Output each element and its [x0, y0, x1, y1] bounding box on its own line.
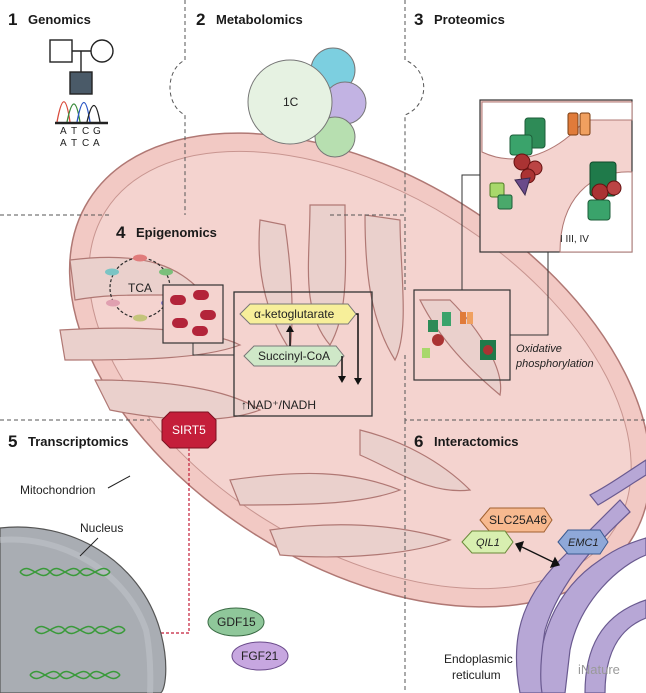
pedigree-female-icon — [90, 39, 114, 63]
section-title: Epigenomics — [136, 225, 217, 240]
epigenomic-pathway-box: α-ketoglutarate Succinyl-CoA ↑NAD⁺/NADH — [233, 291, 373, 417]
qil1-label: QIL1 — [476, 537, 500, 549]
base-letter: A — [60, 138, 67, 149]
mitochondrion-label: Mitochondrion — [20, 483, 95, 497]
sequence-row-top: A T C G — [60, 126, 101, 137]
gdf15-label: GDF15 — [217, 615, 256, 629]
section-number: 1 — [8, 10, 17, 29]
sirt5-node: SIRT5 — [161, 411, 217, 449]
section-header-interactomics: 6 Interactomics — [414, 432, 519, 451]
section-number: 5 — [8, 432, 17, 451]
sirt5-to-nucleus-arrow — [150, 448, 190, 634]
base-letter: A — [60, 126, 67, 137]
section-title: Interactomics — [434, 434, 519, 449]
interaction-arrow — [515, 541, 560, 568]
sequence-row-bottom: A T C A — [60, 138, 100, 149]
section-header-transcriptomics: 5 Transcriptomics — [8, 432, 128, 451]
succinyl-coa-label: Succinyl-CoA — [258, 349, 330, 363]
section-header-metabolomics: 2 Metabolomics — [196, 10, 303, 29]
gdf15-node: GDF15 — [207, 607, 265, 637]
tca-label: TCA — [128, 281, 152, 295]
complex-III-icon — [587, 161, 622, 221]
section-number: 4 — [116, 223, 126, 242]
complex-V-icon — [567, 112, 591, 136]
section-number: 2 — [196, 10, 205, 29]
section-number: 6 — [414, 432, 423, 451]
base-letter: T — [71, 138, 77, 149]
section-title: Proteomics — [434, 12, 505, 27]
section-title: Transcriptomics — [28, 434, 128, 449]
qil1-node: QIL1 — [461, 530, 514, 554]
emc1-label: EMC1 — [568, 537, 599, 549]
succinyl-coa-node — [243, 345, 345, 367]
zoom-connectors — [461, 174, 549, 336]
slc25a46-label: SLC25A46 — [489, 513, 547, 527]
nucleus — [0, 526, 167, 693]
section-number: 3 — [414, 10, 423, 29]
oxphos-label-line1: Oxidative — [516, 343, 562, 355]
nucleus-label: Nucleus — [80, 521, 123, 535]
complex-II-icon — [489, 177, 531, 210]
pedigree-chart — [49, 39, 114, 95]
watermark-text: iNature — [578, 662, 620, 677]
metabolite-circles: 1C — [247, 47, 367, 158]
base-letter: G — [93, 126, 101, 137]
chromatogram — [55, 101, 108, 125]
oxphos-small-box — [413, 289, 511, 381]
base-letter: T — [71, 126, 77, 137]
section-header-genomics: 1 Genomics — [8, 10, 91, 29]
section-title: Genomics — [28, 12, 91, 27]
metabolite-circle-green — [314, 116, 356, 158]
fgf21-label: FGF21 — [241, 649, 279, 663]
one-carbon-label: 1C — [283, 95, 299, 109]
one-carbon-circle — [247, 59, 333, 145]
er-label-line1: Endoplasmic — [444, 652, 513, 666]
endoplasmic-reticulum — [515, 459, 646, 693]
mrna-helices — [19, 567, 126, 680]
fgf21-node: FGF21 — [231, 641, 289, 671]
emc1-node: EMC1 — [557, 529, 609, 555]
mito-inner-membrane — [88, 150, 632, 590]
akg-label: α-ketoglutarate — [254, 307, 335, 321]
complex-label: I III, IV — [560, 234, 589, 245]
pedigree-male-icon — [49, 39, 73, 63]
proteomics-zoom-panel: I III, IV — [479, 99, 633, 253]
base-letter: A — [93, 138, 100, 149]
section-header-epigenomics: 4 Epigenomics — [116, 223, 217, 242]
section-header-proteomics: 3 Proteomics — [414, 10, 505, 29]
sirt5-label: SIRT5 — [172, 423, 206, 437]
base-letter: C — [82, 126, 89, 137]
oxphos-label-line2: phosphorylation — [515, 358, 594, 370]
nad-label: ↑NAD⁺/NADH — [241, 398, 316, 412]
er-label-line2: reticulum — [452, 668, 501, 682]
pedigree-affected-icon — [69, 71, 93, 95]
histone-box — [162, 284, 224, 344]
slc25a46-node: SLC25A46 — [479, 507, 553, 533]
section-title: Metabolomics — [216, 12, 303, 27]
base-letter: C — [82, 138, 89, 149]
